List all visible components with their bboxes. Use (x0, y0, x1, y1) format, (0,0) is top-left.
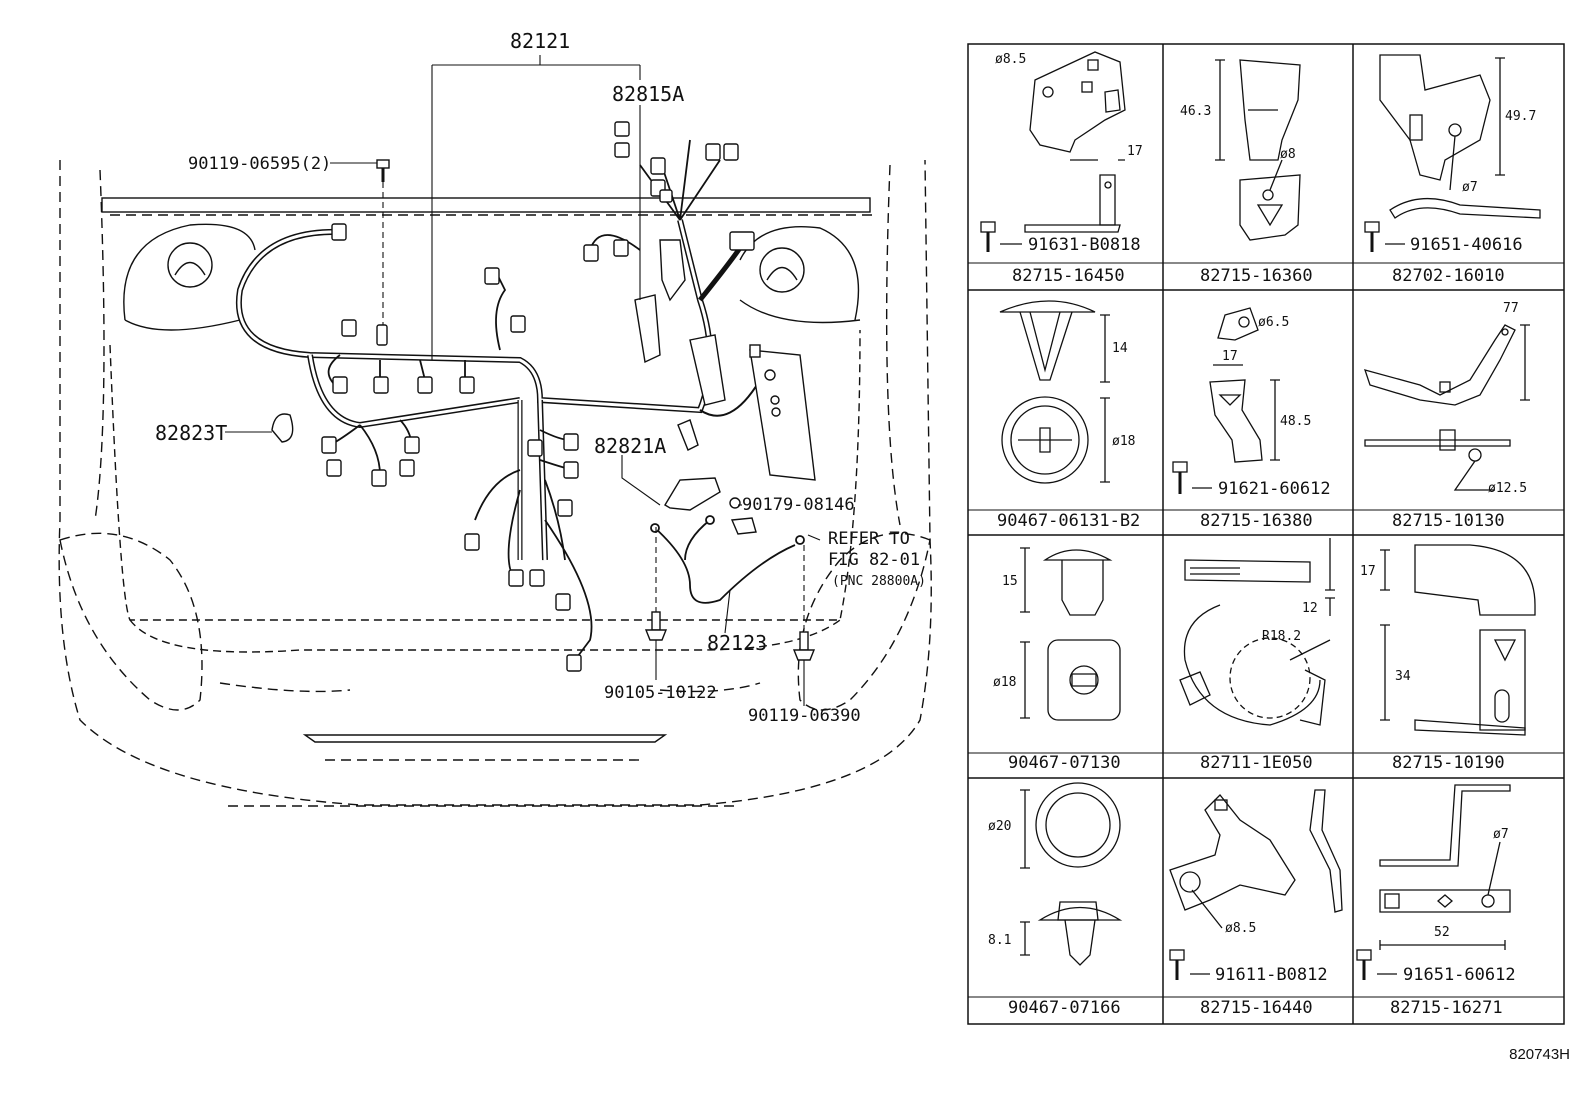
leader-lines (225, 55, 821, 706)
dim-3b: ø7 (1462, 180, 1478, 195)
part-label-6: 82715-10130 (1392, 511, 1505, 531)
figure-code: 820743H (1509, 1046, 1570, 1063)
dim-1b: 17 (1127, 144, 1143, 159)
label-clamp-left: 82823T (155, 421, 227, 445)
dim-4a: 14 (1112, 341, 1128, 356)
cell-82715-16380: ø6.5 17 48.5 91621-60612 82715-16380 (1172, 307, 1331, 531)
part-label-12: 82715-16271 (1390, 998, 1503, 1018)
label-ground-wire: 82123 (707, 631, 767, 655)
bracket-drawing-9 (1380, 544, 1536, 736)
engine-bay-drawing (58, 159, 932, 807)
dim-10b: 8.1 (988, 933, 1011, 948)
dim-5b: 17 (1222, 349, 1238, 364)
part-label-10: 90467-07166 (1008, 998, 1121, 1018)
cell-90467-07130: 15 ø18 90467-07130 (993, 547, 1121, 773)
dim-12b: 52 (1434, 925, 1450, 940)
cell-82715-10190: 17 34 82715-10190 (1360, 544, 1536, 773)
dim-5c: 48.5 (1280, 414, 1311, 429)
dim-9a: 17 (1360, 564, 1376, 579)
bracket-drawing-6 (1363, 324, 1530, 491)
cell-90467-07166: ø20 8.1 90467-07166 (988, 782, 1123, 1018)
dim-8b: R18.2 (1262, 629, 1301, 644)
part-label-11: 82715-16440 (1200, 998, 1313, 1018)
label-bolt-top: 90119-06595(2) (188, 154, 331, 174)
bracket-drawing-2 (1215, 59, 1301, 241)
bolt-icon (1169, 949, 1210, 980)
dim-9b: 34 (1395, 669, 1411, 684)
cell-82702-16010: 49.7 ø7 91651-40616 82702-16010 (1364, 54, 1541, 286)
part-label-7: 90467-07130 (1008, 753, 1121, 773)
cell-82715-16440: ø8.5 91611-B0812 82715-16440 (1169, 789, 1343, 1018)
cell-90467-06131-B2: 14 ø18 90467-06131-B2 (997, 300, 1140, 531)
fastener-label-11: 91611-B0812 (1215, 965, 1328, 985)
part-label-8: 82711-1E050 (1200, 753, 1313, 773)
bracket-drawing-12 (1379, 784, 1511, 950)
dim-2a: 46.3 (1180, 104, 1211, 119)
cell-82715-10130: 77 ø12.5 82715-10130 (1363, 301, 1530, 531)
fastener-label-12: 91651-60612 (1403, 965, 1516, 985)
bracket-drawing-3 (1379, 54, 1541, 219)
dim-8a: 12 (1302, 601, 1318, 616)
ground-wire-82123 (650, 515, 805, 604)
bolt-icon (1172, 461, 1212, 494)
part-label-5: 82715-16380 (1200, 511, 1313, 531)
part-label-3: 82702-16010 (1392, 266, 1505, 286)
cell-82715-16450: ø8.5 17 91631-B0818 82715-16450 (980, 51, 1143, 286)
dim-2b: ø8 (1280, 147, 1296, 162)
clip-drawing-4 (999, 300, 1110, 484)
harness-connectors (271, 121, 816, 672)
bracket-drawing-1 (1024, 51, 1126, 233)
dim-6b: ø12.5 (1488, 481, 1527, 496)
label-refer-3: (PNC 28800A) (832, 574, 926, 589)
label-bolt-right: 90119-06390 (748, 706, 861, 726)
part-label-2: 82715-16360 (1200, 266, 1313, 286)
dim-11a: ø8.5 (1225, 921, 1256, 936)
dim-1a: ø8.5 (995, 52, 1026, 67)
label-refer-2: FIG 82-01 (828, 550, 920, 570)
bracket-drawing-5 (1209, 307, 1280, 463)
part-label-1: 82715-16450 (1012, 266, 1125, 286)
label-nut: 90179-08146 (742, 495, 855, 515)
part-label-9: 82715-10190 (1392, 753, 1505, 773)
dim-10a: ø20 (988, 819, 1011, 834)
label-protector: 82815A (612, 82, 684, 106)
cell-82711-1E050: 12 R18.2 82711-1E050 (1179, 538, 1335, 773)
parts-grid-frame (967, 43, 1565, 1025)
clamp-drawing-8 (1179, 538, 1335, 726)
dim-7b: ø18 (993, 675, 1016, 690)
bolt-icon (980, 221, 1022, 252)
dim-12a: ø7 (1493, 827, 1509, 842)
fastener-label-3: 91651-40616 (1410, 235, 1523, 255)
cell-82715-16360: 46.3 ø8 82715-16360 (1180, 59, 1313, 286)
part-label-4: 90467-06131-B2 (997, 511, 1140, 531)
wire-harness-82121 (235, 139, 766, 661)
dim-4b: ø18 (1112, 434, 1135, 449)
label-bracket: 82821A (594, 434, 666, 458)
dim-3a: 49.7 (1505, 109, 1536, 124)
label-wire-harness: 82121 (510, 29, 570, 53)
bolt-icon (1364, 221, 1405, 252)
label-refer-1: REFER TO (828, 529, 910, 549)
fastener-label-1: 91631-B0818 (1028, 235, 1141, 255)
dim-5a: ø6.5 (1258, 315, 1289, 330)
dim-6a: 77 (1503, 301, 1519, 316)
fastener-label-5: 91621-60612 (1218, 479, 1331, 499)
bracket-drawing-11 (1169, 789, 1343, 929)
clip-drawing-10 (1020, 782, 1123, 966)
bolt-icon (1356, 949, 1397, 980)
label-bolt-left: 90105-10122 (604, 683, 717, 703)
dim-7a: 15 (1002, 574, 1018, 589)
cell-82715-16271: ø7 52 91651-60612 82715-16271 (1356, 784, 1516, 1018)
clip-drawing-7 (1020, 547, 1121, 721)
